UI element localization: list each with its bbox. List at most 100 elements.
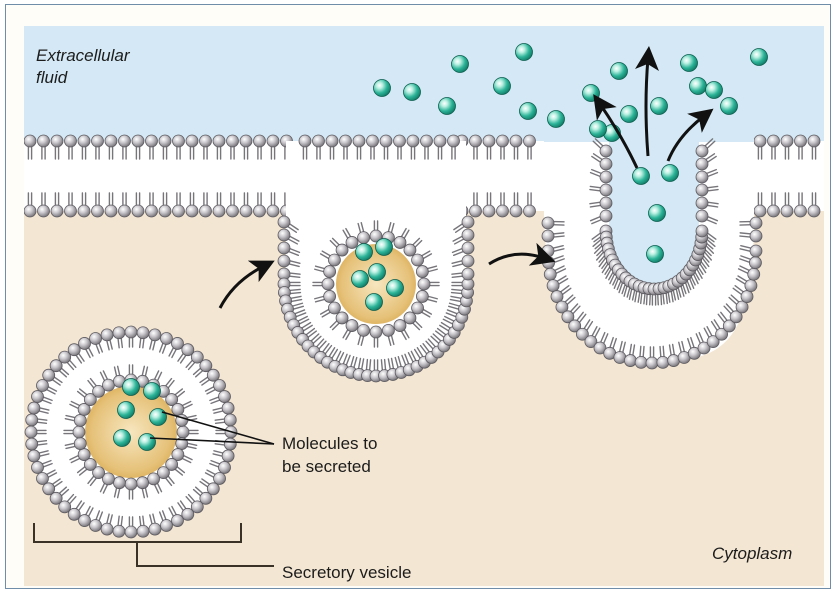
lipid-head — [697, 341, 711, 355]
lipid-head — [645, 356, 659, 370]
lipid-head — [634, 355, 648, 369]
lipid-head — [543, 267, 557, 281]
lipid-head — [695, 224, 709, 238]
secretory-molecule — [113, 429, 131, 447]
secretory-molecule — [632, 167, 650, 185]
lipid-head — [64, 204, 77, 218]
lipid-head — [181, 507, 195, 521]
lipid-head — [753, 204, 767, 218]
lipid-head — [411, 301, 424, 315]
lipid-head — [298, 134, 312, 148]
lipid-head — [199, 491, 213, 505]
lipid-head — [171, 448, 185, 461]
arrow-release-right — [666, 108, 714, 162]
lipid-head — [112, 524, 126, 538]
secretory-molecule — [143, 382, 161, 400]
lipid-head — [124, 525, 138, 539]
lipid-head — [541, 244, 555, 258]
lipid-head — [25, 413, 39, 427]
lipid-head — [92, 384, 105, 398]
lipid-head — [100, 522, 114, 536]
lipid-head — [695, 209, 709, 223]
lipid-head — [49, 491, 63, 505]
lipid-head — [172, 134, 185, 148]
lipid-head — [780, 204, 794, 218]
lipid-head — [482, 134, 496, 148]
secretory-molecule — [117, 401, 135, 419]
lipid-head — [160, 519, 173, 532]
lipid-head — [461, 254, 475, 268]
lipid-head — [25, 437, 39, 451]
lipid-head — [323, 290, 337, 303]
secretory-molecule — [610, 62, 628, 80]
lipid-head — [735, 300, 749, 314]
secretory-molecule — [589, 120, 607, 138]
lipid-head — [599, 209, 613, 223]
lipid-head — [124, 325, 138, 339]
arrow-release-up — [635, 46, 659, 157]
lipid-head — [37, 204, 50, 218]
lipid-head — [807, 204, 821, 218]
lipid-head — [176, 425, 190, 439]
lipid-head — [687, 346, 701, 360]
secretory-molecule — [365, 293, 383, 311]
secretory-molecule — [368, 263, 386, 281]
lipid-head — [345, 319, 359, 332]
lipid-head — [67, 507, 81, 521]
lipid-head — [379, 134, 393, 148]
secretory-molecule — [720, 97, 738, 115]
lipid-head — [31, 390, 44, 403]
lipid-head — [83, 393, 97, 406]
arrow-to-docking — [218, 260, 275, 309]
plasma-membrane-left — [23, 134, 299, 218]
lipid-head — [393, 236, 407, 249]
lipid-head — [321, 277, 335, 291]
lipid-head — [325, 134, 339, 148]
lipid-head — [403, 243, 417, 257]
lipid-head — [171, 337, 184, 350]
lipid-head — [199, 204, 212, 218]
lipid-head — [24, 425, 38, 439]
lipid-head — [171, 403, 185, 416]
lipid-head — [158, 204, 172, 218]
plasma-membrane-mid — [455, 134, 544, 218]
lipid-head — [369, 229, 383, 243]
lipid-head — [496, 134, 509, 148]
lipid-head — [393, 319, 407, 332]
lipid-head — [190, 500, 204, 514]
lipid-head — [328, 301, 341, 315]
secretory-molecule — [355, 243, 373, 261]
secretory-molecule — [648, 204, 666, 222]
secretory-molecule — [547, 110, 565, 128]
lipid-head — [509, 204, 523, 218]
lipid-head — [113, 476, 126, 490]
lipid-head — [212, 204, 226, 218]
lipid-head — [136, 326, 150, 340]
lipid-head — [124, 477, 138, 491]
lipid-head — [118, 134, 131, 148]
lipid-head — [335, 243, 349, 257]
lipid-head — [104, 204, 118, 218]
lipid-head — [145, 134, 158, 148]
arrow-to-fusion — [488, 242, 556, 266]
plasma-membrane-right — [753, 134, 824, 218]
lipid-head — [136, 476, 149, 490]
lipid-head — [27, 449, 41, 463]
lipid-head — [223, 437, 237, 451]
vesicle-lumen — [336, 244, 416, 324]
lipid-head — [266, 134, 280, 148]
lipid-head — [92, 466, 105, 480]
lipid-head — [369, 325, 383, 339]
lipid-head — [131, 204, 145, 218]
secretory-molecule — [689, 77, 707, 95]
lipid-head — [218, 461, 231, 474]
vesicle-docking — [277, 134, 475, 383]
extracellular-label-line2: fluid — [36, 68, 68, 87]
lipid-head — [78, 337, 91, 350]
lipid-head — [185, 134, 199, 148]
lipid-head — [411, 253, 424, 267]
diagram-canvas: Extracellular fluid Cytoplasm Molecules … — [23, 26, 824, 586]
lipid-head — [523, 204, 536, 218]
secretory-molecule — [680, 54, 698, 72]
callout-line-vesicle — [136, 542, 274, 567]
